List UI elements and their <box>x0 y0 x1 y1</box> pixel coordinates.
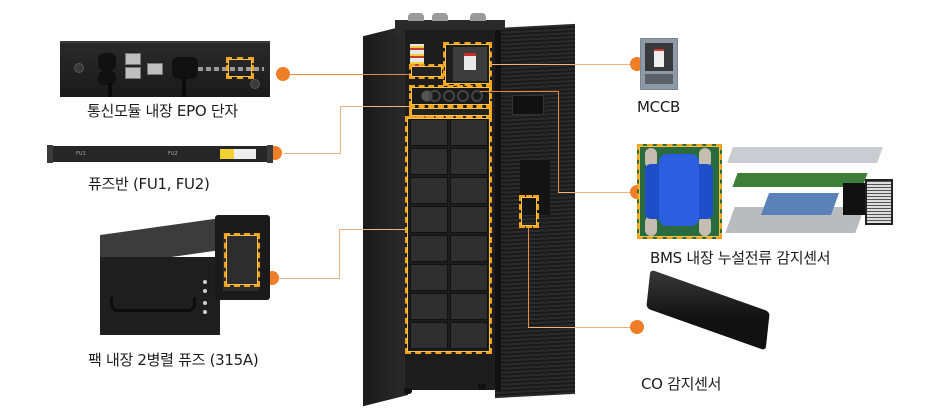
door-cable-panel <box>520 160 550 215</box>
fuse-panel-image: FU1 FU2 <box>47 145 273 163</box>
cabinet-side-panel <box>363 25 408 407</box>
battery-module <box>410 264 448 291</box>
battery-module <box>450 235 488 262</box>
co-sensor-image <box>646 269 770 351</box>
cabinet-foot <box>478 384 486 390</box>
cable-gland <box>432 13 448 21</box>
highlight-bms-sensor <box>637 144 722 239</box>
connector-pack <box>276 278 340 279</box>
connector-pack <box>339 229 340 279</box>
battery-module <box>450 148 488 175</box>
fuse-mark-fu2: FU2 <box>168 151 178 157</box>
label-comm-module: 통신모듈 내장 EPO 단자 <box>87 102 238 120</box>
connector-co <box>528 228 529 327</box>
battery-module <box>410 148 448 175</box>
connector-fuse <box>283 153 340 154</box>
highlight-pack-fuse <box>224 233 260 287</box>
battery-module <box>450 206 488 233</box>
connector-pack <box>339 229 406 230</box>
connector-fuse <box>340 106 410 107</box>
connector-comm <box>283 74 410 75</box>
highlight-epo-terminal <box>226 57 254 79</box>
callout-dot-comm <box>276 67 290 81</box>
cabinet-fan-unit <box>411 88 491 104</box>
highlight-fan <box>409 85 492 107</box>
bms-exploded-view <box>725 145 895 240</box>
label-co-sensor: CO 감지센서 <box>641 375 722 393</box>
leakage-sensor-photo <box>637 144 722 239</box>
label-fuse-panel: 퓨즈반 (FU1, FU2) <box>88 175 210 193</box>
connector-bms <box>480 91 558 92</box>
battery-module <box>450 264 488 291</box>
battery-module <box>450 119 488 146</box>
highlight-co-sensor <box>519 195 539 228</box>
cable-gland <box>470 13 486 21</box>
battery-module <box>410 206 448 233</box>
highlight-comm-module <box>409 64 444 79</box>
mccb-image <box>640 38 678 90</box>
cable-gland <box>408 13 424 21</box>
battery-module <box>450 293 488 320</box>
door-handle[interactable] <box>512 95 544 115</box>
cabinet-foot <box>404 388 412 394</box>
label-mccb: MCCB <box>637 98 680 116</box>
battery-module <box>410 235 448 262</box>
battery-pack-image <box>100 218 220 335</box>
battery-module <box>410 177 448 204</box>
door-hinge-edge <box>495 30 501 390</box>
battery-module <box>410 293 448 320</box>
cabinet-mccb <box>453 47 487 81</box>
highlight-mccb <box>443 42 492 86</box>
connector-bms <box>558 91 559 192</box>
label-pack-fuse: 팩 내장 2병렬 퓨즈 (315A) <box>88 351 259 369</box>
warning-sticker <box>220 149 256 159</box>
connector-fuse <box>340 106 341 154</box>
comm-module-image <box>60 41 270 97</box>
connector-mccb <box>492 64 636 65</box>
label-bms-sensor: BMS 내장 누설전류 감지센서 <box>650 249 831 267</box>
fuse-mark-fu1: FU1 <box>76 151 86 157</box>
connector-bms <box>558 192 638 193</box>
connector-co <box>528 327 632 328</box>
battery-module <box>450 177 488 204</box>
highlight-battery-modules <box>405 116 492 354</box>
battery-module <box>410 322 448 349</box>
pack-fuse-image <box>215 215 270 300</box>
battery-module <box>410 119 448 146</box>
battery-module <box>450 322 488 349</box>
callout-dot-co <box>630 320 644 334</box>
